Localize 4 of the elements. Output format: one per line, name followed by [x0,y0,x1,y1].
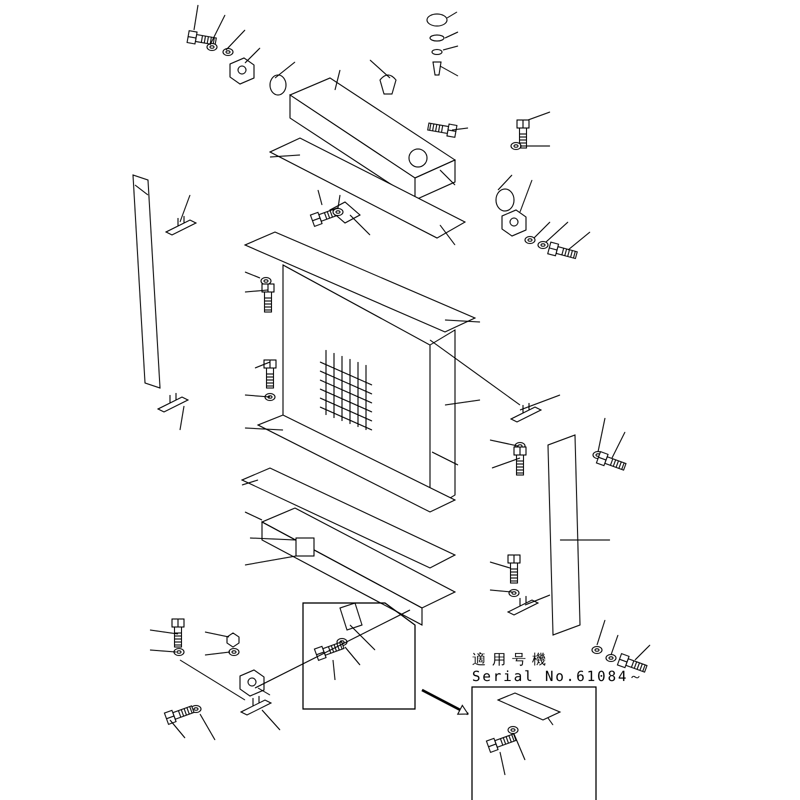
serial-number-text: Serial No.61084～ [472,669,644,685]
applicability-heading: 適用号機 [472,652,552,668]
callout-frame [300,600,418,712]
arrow [421,688,469,716]
